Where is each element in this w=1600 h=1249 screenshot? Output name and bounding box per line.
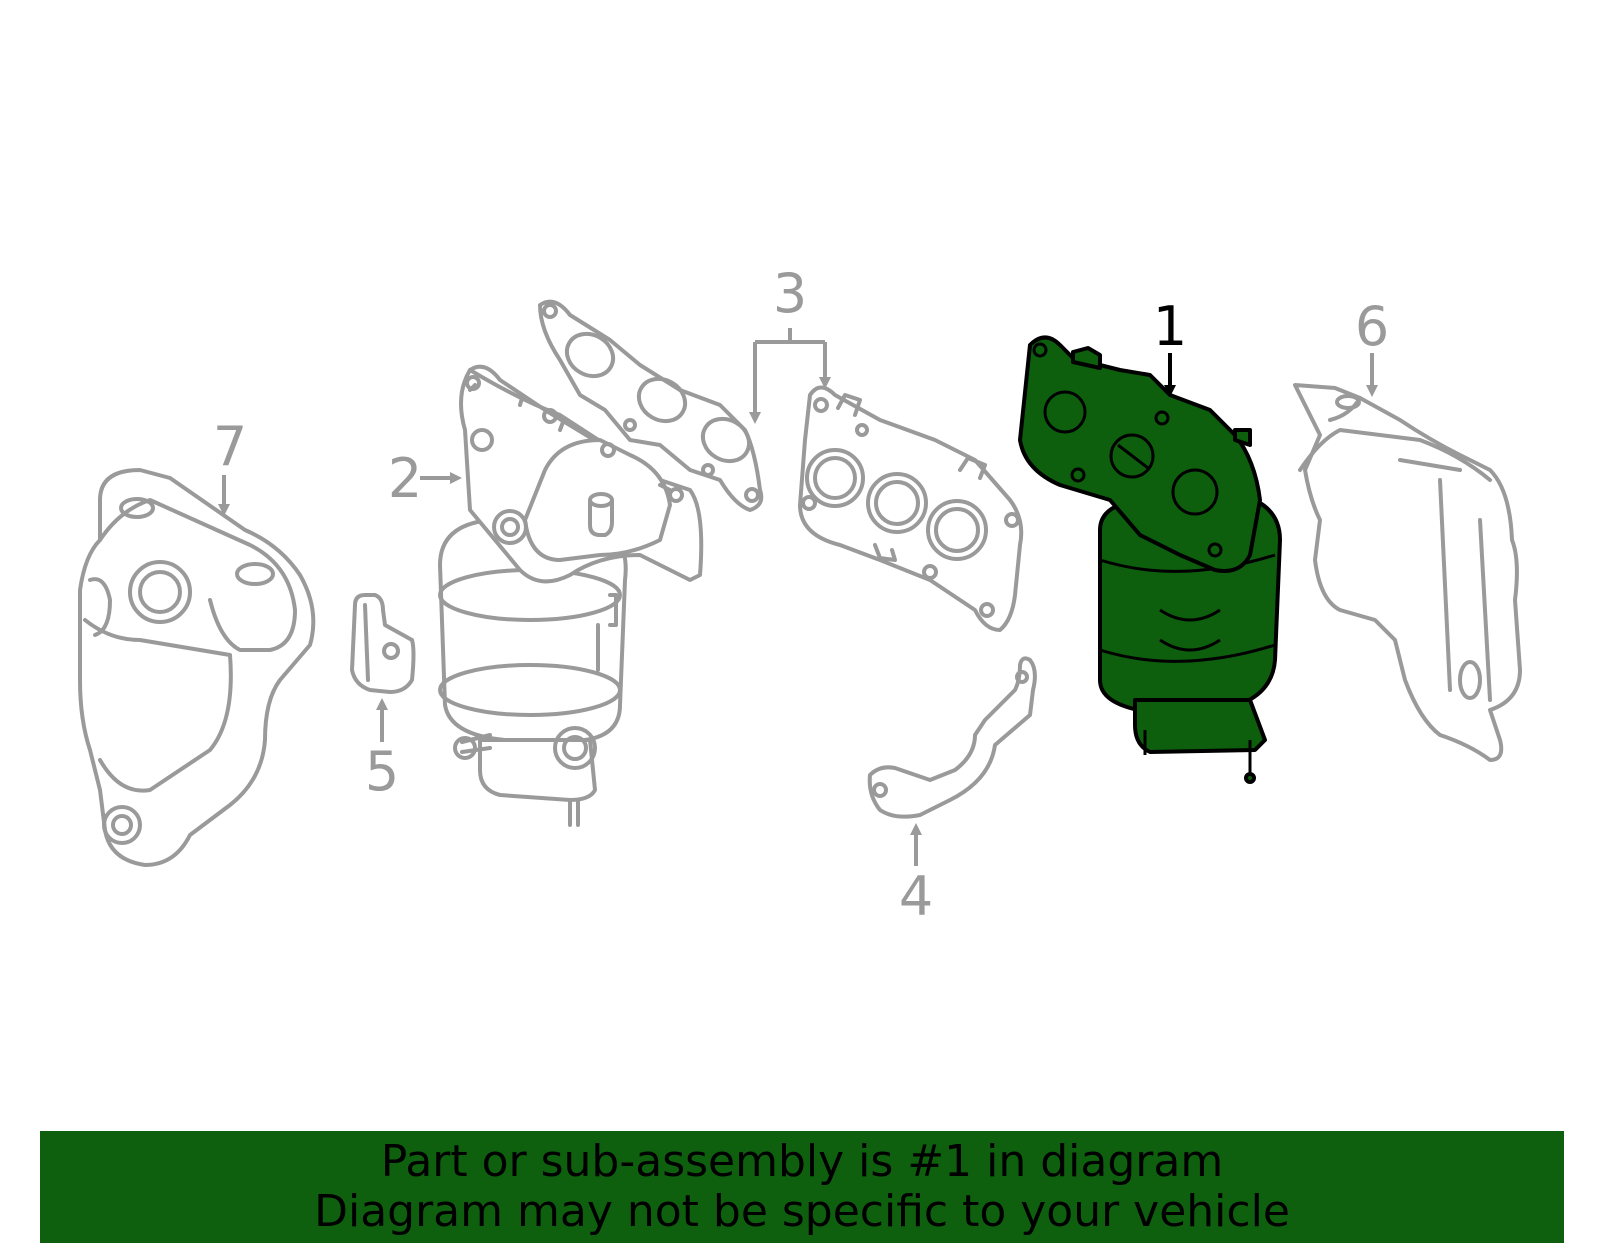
callout-3-leader [749, 328, 831, 424]
callout-5: 5 [365, 740, 399, 803]
callout-7: 7 [213, 415, 247, 478]
part-3-gasket-upper [538, 299, 764, 512]
callout-3: 3 [773, 262, 807, 325]
callout-6: 6 [1355, 295, 1389, 358]
part-2-manifold-converter [438, 364, 704, 827]
part-4-bracket [867, 656, 1037, 819]
info-banner: Part or sub-assembly is #1 in diagram Di… [40, 1131, 1564, 1243]
callout-leaders [218, 353, 1378, 866]
part-3-gasket-front [798, 385, 1024, 632]
part-1-manifold-converter-highlighted [1018, 335, 1282, 784]
callout-1: 1 [1153, 295, 1187, 358]
banner-line-part-note: Part or sub-assembly is #1 in diagram [380, 1136, 1224, 1187]
part-5-bracket [350, 593, 416, 694]
part-6-heat-shield [1293, 383, 1522, 762]
banner-line-disclaimer: Diagram may not be specific to your vehi… [314, 1186, 1290, 1237]
callout-4: 4 [899, 865, 933, 928]
callout-2: 2 [388, 447, 422, 510]
part-7-heat-shield [78, 468, 316, 867]
